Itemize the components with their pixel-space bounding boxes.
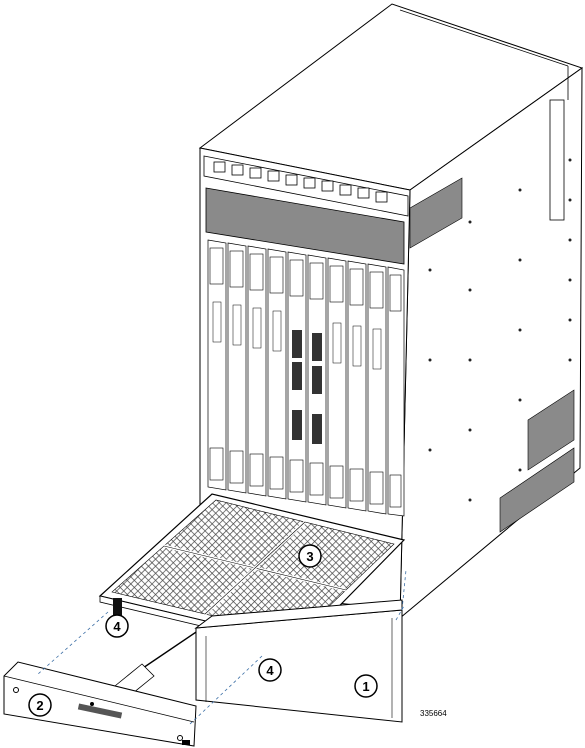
callout-3: 3 [298, 544, 322, 568]
side-vents [409, 177, 575, 533]
callout-4a: 4 [105, 614, 129, 638]
rear-handle [549, 99, 565, 221]
card-panels [212, 301, 382, 370]
callout-2: 2 [28, 693, 52, 717]
callout-1: 1 [354, 674, 378, 698]
callout-4a-label: 4 [113, 619, 121, 634]
top-fan-strip [203, 155, 409, 217]
card-bottom-latches [209, 447, 402, 508]
bezel-panel [3, 661, 197, 747]
callout-3-label: 3 [306, 549, 313, 564]
side-screws [428, 158, 572, 502]
callout-4b-label: 4 [266, 663, 274, 678]
filter-cover [194, 599, 403, 723]
figure-id: 335664 [420, 709, 447, 718]
card-top-latches [209, 247, 402, 312]
front-vent [205, 187, 405, 265]
route-processor-ports [292, 330, 322, 444]
line-card-slots [207, 239, 405, 517]
alignment-lines [37, 569, 407, 725]
callout-4b: 4 [258, 658, 282, 682]
callout-1-label: 1 [362, 679, 369, 694]
captive-screw-left [113, 598, 122, 618]
callout-2-label: 2 [36, 698, 43, 713]
